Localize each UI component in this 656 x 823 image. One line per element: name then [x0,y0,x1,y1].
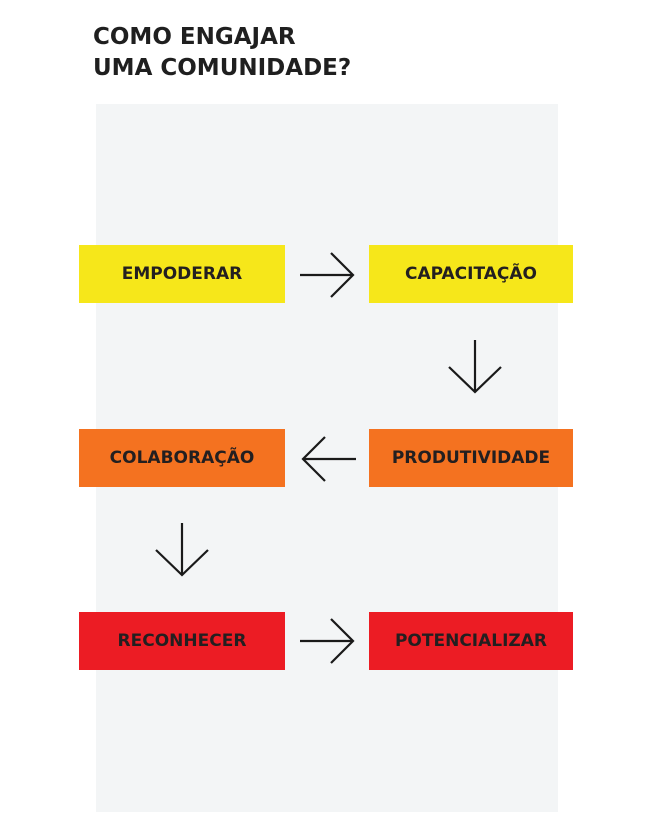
arrow-down-icon [155,523,209,577]
step-colaboracao: COLABORAÇÃO [79,429,285,487]
step-label: EMPODERAR [121,264,243,284]
arrow-down-icon [448,340,502,394]
arrow-right-icon [300,618,356,664]
step-reconhecer: RECONHECER [79,612,285,670]
step-label: CAPACITAÇÃO [404,264,537,284]
arrow-left-icon [300,436,356,482]
step-produtividade: PRODUTIVIDADE [369,429,573,487]
step-label: POTENCIALIZAR [394,631,548,651]
page-title: COMO ENGAJAR UMA COMUNIDADE? [93,22,351,84]
title-line-1: COMO ENGAJAR [93,24,296,50]
arrow-right-icon [300,252,356,298]
step-label: PRODUTIVIDADE [391,448,551,468]
step-potencializar: POTENCIALIZAR [369,612,573,670]
step-capacitacao: CAPACITAÇÃO [369,245,573,303]
title-line-2: UMA COMUNIDADE? [93,55,352,81]
step-empoderar: EMPODERAR [79,245,285,303]
step-label: RECONHECER [117,631,247,651]
step-label: COLABORAÇÃO [109,448,255,468]
